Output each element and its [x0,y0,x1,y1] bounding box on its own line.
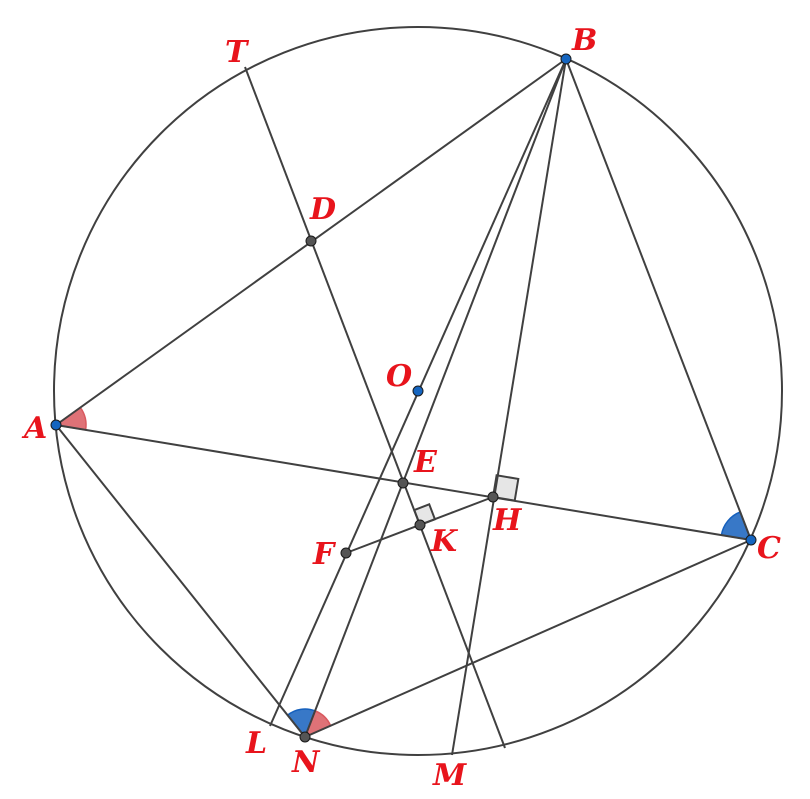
segment-NC [304,539,752,738]
label-C: C [757,531,781,566]
circumcircle [53,26,783,756]
segment-BC [565,58,752,541]
label-M: M [432,758,467,793]
segment-BN [304,58,567,738]
point-B [560,53,572,65]
point-E [397,477,409,489]
label-D: D [309,192,336,227]
point-A [50,419,62,431]
label-O: O [386,359,412,394]
segment-AN [55,424,306,738]
segment-TX [244,66,506,749]
label-A: A [21,411,47,446]
label-H: H [492,503,523,538]
label-E: E [413,445,438,480]
label-N: N [291,745,321,780]
label-F: F [312,537,337,572]
segment-BM [451,58,567,756]
point-N [299,731,311,743]
point-C [745,534,757,546]
point-H [487,491,499,503]
label-T: T [225,35,250,70]
label-L: L [245,726,267,761]
label-K: K [430,524,459,559]
label-B: B [571,23,597,58]
point-D [305,235,317,247]
point-K [414,519,426,531]
point-F [340,547,352,559]
point-O [412,385,424,397]
